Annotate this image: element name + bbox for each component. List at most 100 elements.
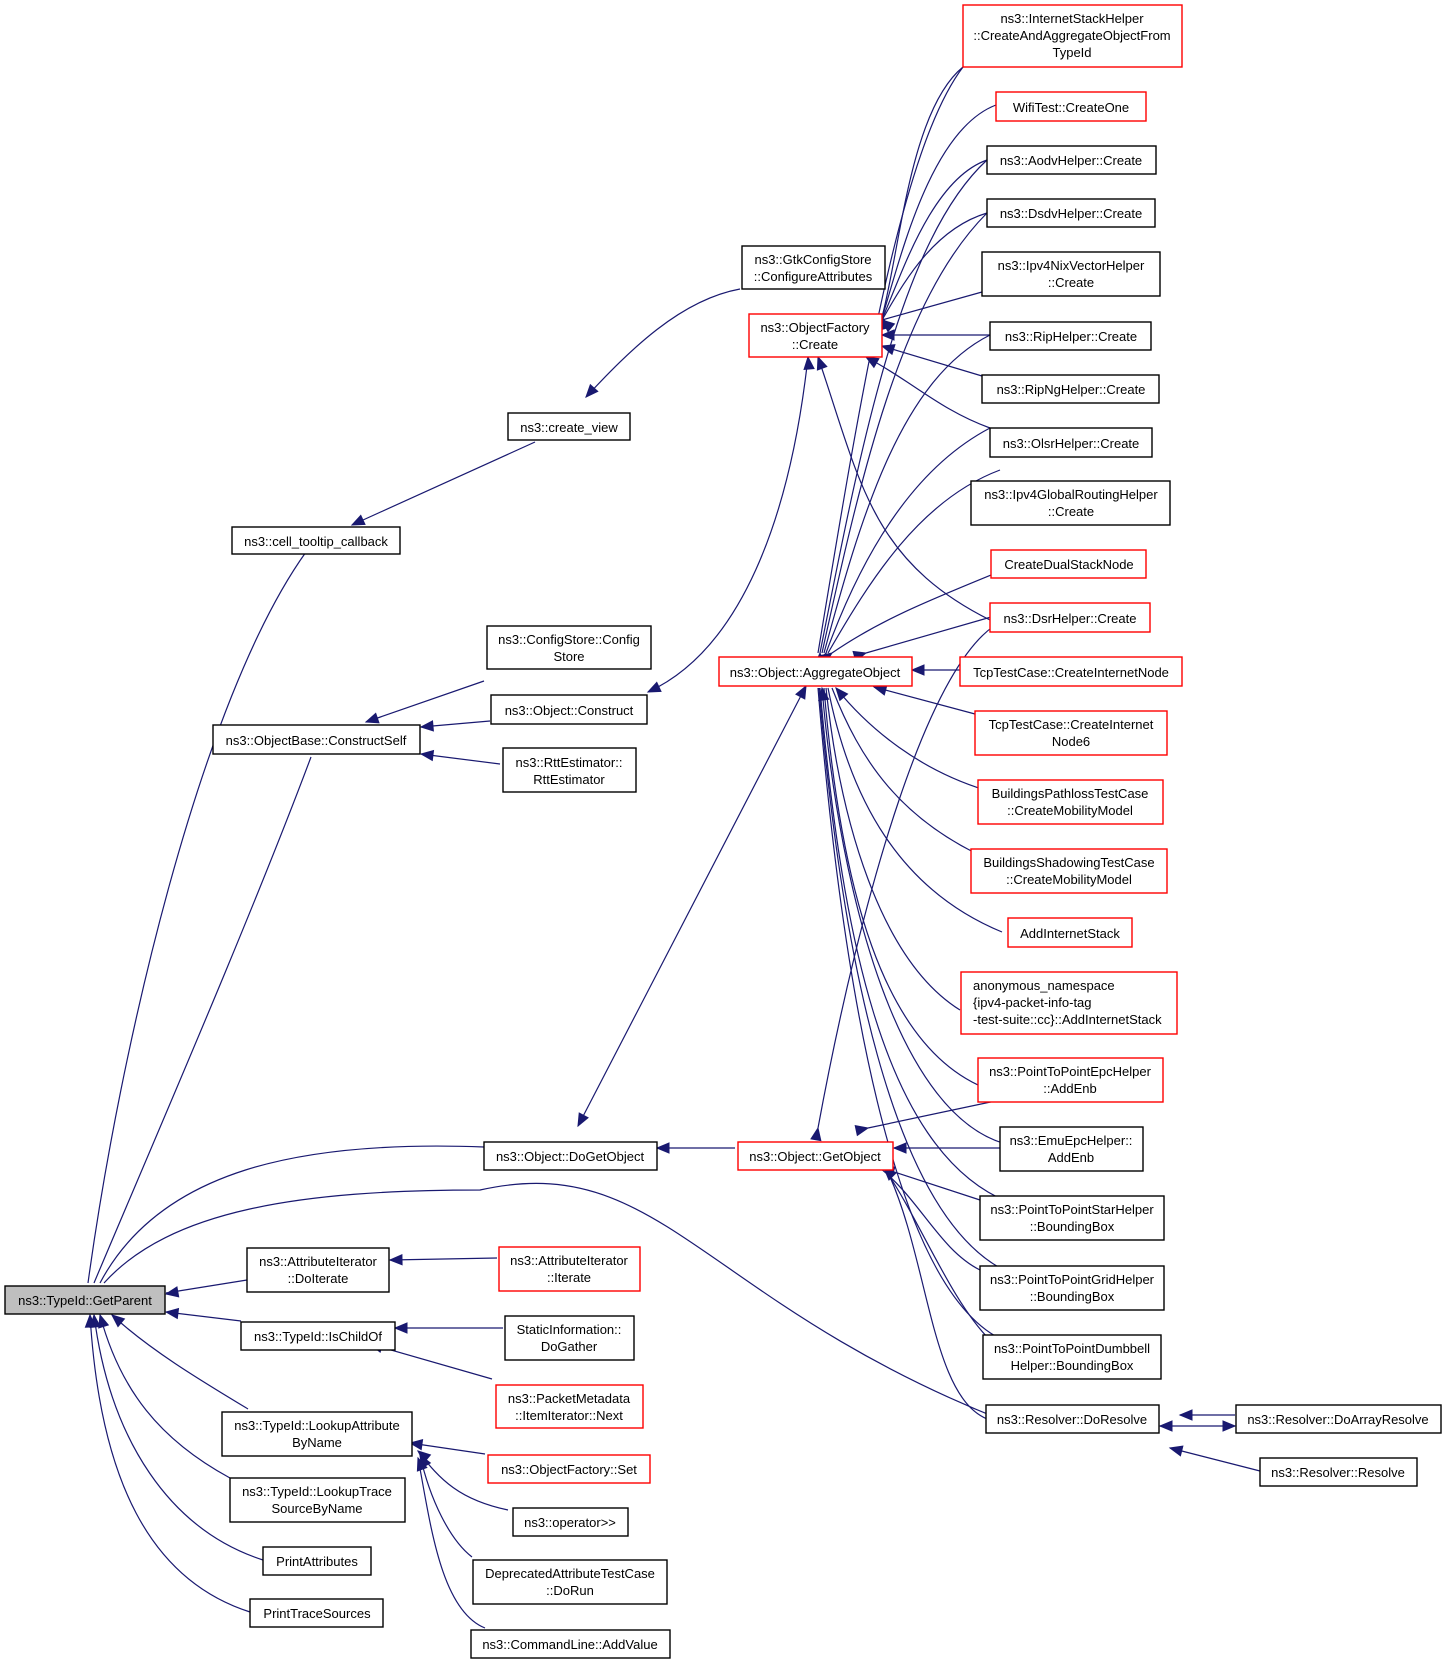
node-internet-stack-helper[interactable]: ns3::InternetStackHelper ::CreateAndAggr… xyxy=(962,4,1183,68)
node-attr-iterate[interactable]: ns3::AttributeIterator ::Iterate xyxy=(498,1246,641,1292)
edge xyxy=(883,1167,991,1341)
node-p2p-star-helper[interactable]: ns3::PointToPointStarHelper ::BoundingBo… xyxy=(979,1195,1165,1241)
edge xyxy=(867,1099,1001,1129)
node-nix-vector-helper[interactable]: ns3::Ipv4NixVectorHelper ::Create xyxy=(981,251,1161,297)
node-commandline-addvalue[interactable]: ns3::CommandLine::AddValue xyxy=(470,1629,671,1659)
edge xyxy=(585,288,741,398)
node-static-information[interactable]: StaticInformation:: DoGather xyxy=(504,1315,635,1361)
arrowhead xyxy=(388,1254,403,1266)
arrowhead xyxy=(419,749,435,762)
node-label: WifiTest::CreateOne xyxy=(1013,100,1129,115)
node-label: ns3::PointToPointStarHelper xyxy=(990,1202,1154,1217)
arrowhead xyxy=(835,687,849,702)
arrowhead xyxy=(892,1142,907,1154)
node-resolver-resolve[interactable]: ns3::Resolver::Resolve xyxy=(1259,1457,1418,1487)
node-buildings-pathloss-test[interactable]: BuildingsPathlossTestCase ::CreateMobili… xyxy=(977,779,1164,825)
node-label: ns3::DsrHelper::Create xyxy=(1004,611,1137,626)
node-label: ns3::DsdvHelper::Create xyxy=(1000,206,1142,221)
edge xyxy=(835,687,986,791)
node-label: ns3::PacketMetadata xyxy=(508,1391,631,1406)
node-attr-do-iterate[interactable]: ns3::AttributeIterator ::DoIterate xyxy=(246,1247,390,1293)
arrowhead xyxy=(864,356,880,369)
arrowhead xyxy=(803,355,815,370)
node-label: ::BoundingBox xyxy=(1030,1219,1115,1234)
arrowhead xyxy=(416,1456,428,1472)
node-add-internet-stack[interactable]: AddInternetStack xyxy=(1007,917,1133,948)
edge xyxy=(165,1311,242,1322)
node-label: ns3::OlsrHelper::Create xyxy=(1003,436,1140,451)
node-p2p-epc-helper[interactable]: ns3::PointToPointEpcHelper ::AddEnb xyxy=(977,1057,1164,1103)
node-operator-shift[interactable]: ns3::operator>> xyxy=(512,1507,629,1537)
node-label: ::ItemIterator::Next xyxy=(515,1408,623,1423)
node-label: ::Create xyxy=(792,337,838,352)
node-print-trace-sources[interactable]: PrintTraceSources xyxy=(249,1598,384,1628)
node-lookup-trace-source[interactable]: ns3::TypeId::LookupTrace SourceByName xyxy=(229,1477,406,1523)
node-create-view[interactable]: ns3::create_view xyxy=(507,412,631,441)
node-p2p-grid-helper[interactable]: ns3::PointToPointGridHelper ::BoundingBo… xyxy=(979,1265,1165,1311)
node-object-factory-set[interactable]: ns3::ObjectFactory::Set xyxy=(487,1454,651,1484)
node-get-object[interactable]: ns3::Object::GetObject xyxy=(737,1141,894,1171)
node-label: ::DoRun xyxy=(546,1583,594,1598)
node-object-construct[interactable]: ns3::Object::Construct xyxy=(490,694,648,725)
arrowhead xyxy=(795,684,807,700)
node-label: ::AddEnb xyxy=(1043,1081,1097,1096)
node-global-routing-helper[interactable]: ns3::Ipv4GlobalRoutingHelper ::Create xyxy=(970,480,1171,526)
arrowhead xyxy=(164,1286,180,1298)
node-ripng-helper[interactable]: ns3::RipNgHelper::Create xyxy=(981,374,1160,404)
node-label: ns3::Ipv4GlobalRoutingHelper xyxy=(984,487,1158,502)
node-anonymous-namespace-add-internet-stack[interactable]: anonymous_namespace {ipv4-packet-info-ta… xyxy=(960,971,1178,1035)
edge xyxy=(827,687,1003,933)
edge xyxy=(881,345,983,377)
node-do-get-object[interactable]: ns3::Object::DoGetObject xyxy=(483,1141,658,1171)
node-rtt-estimator[interactable]: ns3::RttEstimator:: RttEstimator xyxy=(502,747,637,793)
node-rip-helper[interactable]: ns3::RipHelper::Create xyxy=(989,321,1152,351)
edge xyxy=(89,1314,251,1613)
edge xyxy=(831,572,997,654)
edge xyxy=(93,756,312,1284)
arrowhead xyxy=(646,681,662,693)
node-deprecated-attribute-test[interactable]: DeprecatedAttributeTestCase ::DoRun xyxy=(472,1559,668,1605)
node-config-store[interactable]: ns3::ConfigStore::Config Store xyxy=(486,625,652,670)
node-packet-metadata-next[interactable]: ns3::PacketMetadata ::ItemIterator::Next xyxy=(495,1384,644,1429)
node-aggregate-object[interactable]: ns3::Object::AggregateObject xyxy=(718,656,913,687)
node-lookup-attribute[interactable]: ns3::TypeId::LookupAttribute ByName xyxy=(221,1411,413,1457)
node-emu-epc-helper[interactable]: ns3::EmuEpcHelper:: AddEnb xyxy=(999,1126,1144,1172)
node-olsr-helper[interactable]: ns3::OlsrHelper::Create xyxy=(989,427,1153,458)
node-label: ns3::AttributeIterator xyxy=(510,1253,628,1268)
node-dsdv-helper[interactable]: ns3::DsdvHelper::Create xyxy=(986,198,1156,228)
node-tcp-create-internet-node6[interactable]: TcpTestCase::CreateInternet Node6 xyxy=(974,710,1168,756)
edge xyxy=(409,1442,486,1455)
node-is-child-of[interactable]: ns3::TypeId::IsChildOf xyxy=(240,1321,396,1351)
node-label: Node6 xyxy=(1052,734,1090,749)
node-typeid-getparent[interactable]: ns3::TypeId::GetParent xyxy=(4,1285,166,1315)
node-label: Helper::BoundingBox xyxy=(1011,1358,1134,1373)
node-p2p-dumbbell-helper[interactable]: ns3::PointToPointDumbbell Helper::Boundi… xyxy=(982,1334,1162,1380)
edge xyxy=(881,104,997,319)
node-label: ::Create xyxy=(1048,504,1094,519)
node-label: ns3::RttEstimator:: xyxy=(516,755,623,770)
node-resolver-do-resolve[interactable]: ns3::Resolver::DoResolve xyxy=(985,1404,1160,1434)
arrowhead xyxy=(364,712,380,724)
node-tcp-create-internet-node[interactable]: TcpTestCase::CreateInternetNode xyxy=(959,656,1183,687)
node-label: TypeId xyxy=(1052,45,1091,60)
node-dsr-helper[interactable]: ns3::DsrHelper::Create xyxy=(989,602,1151,633)
edge xyxy=(881,212,988,321)
node-object-factory-create[interactable]: ns3::ObjectFactory ::Create xyxy=(748,313,883,358)
node-print-attributes[interactable]: PrintAttributes xyxy=(262,1546,372,1576)
edge xyxy=(93,1314,264,1561)
node-label: ns3::ConfigStore::Config xyxy=(498,632,640,647)
node-aodv-helper[interactable]: ns3::AodvHelper::Create xyxy=(986,145,1157,175)
node-buildings-shadowing-test[interactable]: BuildingsShadowingTestCase ::CreateMobil… xyxy=(970,848,1168,894)
node-wifi-test[interactable]: WifiTest::CreateOne xyxy=(995,91,1147,122)
function-nodes: ns3::TypeId::GetParent ns3::cell_tooltip… xyxy=(4,4,1442,1659)
node-create-dual-stack-node[interactable]: CreateDualStackNode xyxy=(990,549,1147,579)
arrowhead xyxy=(854,1124,870,1137)
edge xyxy=(821,687,1011,1146)
edge xyxy=(823,687,991,1091)
node-gtk-config-store[interactable]: ns3::GtkConfigStore ::ConfigureAttribute… xyxy=(741,245,886,290)
node-resolver-do-array-resolve[interactable]: ns3::Resolver::DoArrayResolve xyxy=(1235,1404,1442,1434)
node-construct-self[interactable]: ns3::ObjectBase::ConstructSelf xyxy=(212,724,421,755)
node-cell-tooltip-callback[interactable]: ns3::cell_tooltip_callback xyxy=(231,526,401,555)
edge xyxy=(99,1314,231,1479)
edge xyxy=(825,427,991,654)
